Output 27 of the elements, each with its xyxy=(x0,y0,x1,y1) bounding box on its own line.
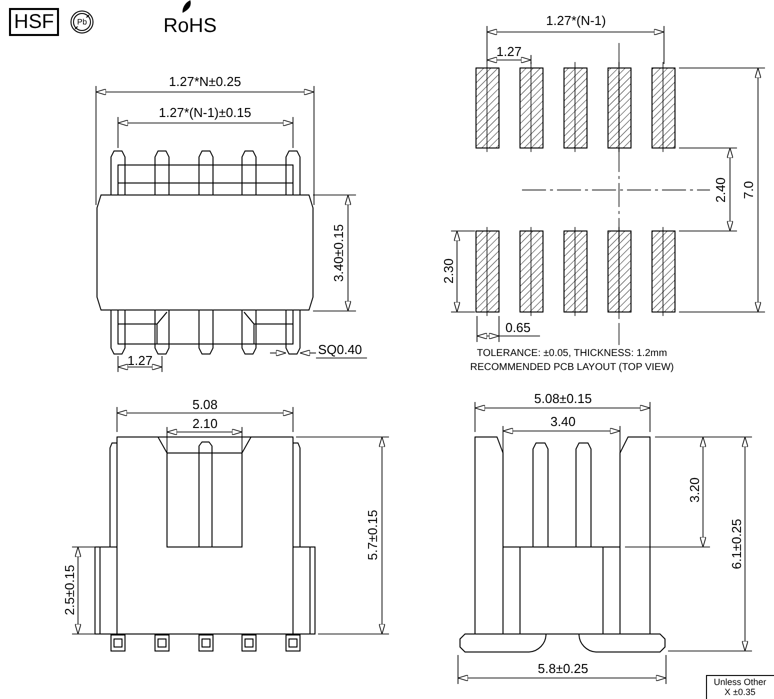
dimension-label: 5.7±0.15 xyxy=(366,510,380,560)
dimension-label: 1.27 xyxy=(496,45,522,59)
dimension-label: SQ0.40 xyxy=(318,343,362,357)
tolerance-note: TOLERANCE: ±0.05, THICKNESS: 1.2mm xyxy=(476,347,668,361)
rohs-mark: RoHS xyxy=(163,15,217,37)
dimension-label: 2.5±0.15 xyxy=(63,564,77,616)
dimension-label: 5.08±0.15 xyxy=(534,392,592,406)
dimension-label: 0.65 xyxy=(505,321,531,335)
dimension-label: 5.8±0.25 xyxy=(538,662,588,676)
dimension-label: 2.40 xyxy=(714,177,728,203)
dimension-label: 3.40 xyxy=(550,415,576,429)
dimension-label: 3.20 xyxy=(688,477,702,503)
dimension-label: 5.08 xyxy=(192,398,218,412)
dimension-label: 1.27*(N-1)±0.15 xyxy=(158,106,252,120)
note-text: X ±0.35 xyxy=(724,686,756,699)
dimension-label: 7.0 xyxy=(742,180,756,200)
dimension-label: 1.27*(N-1) xyxy=(546,14,606,28)
note-text: Unless Other xyxy=(714,676,766,688)
dimension-label: 3.40±0.15 xyxy=(332,224,346,282)
dimension-label: 1.27 xyxy=(127,354,153,368)
dimension-label: 6.1±0.25 xyxy=(730,518,744,570)
dimension-label: 1.27*N±0.25 xyxy=(168,75,242,89)
dimension-label: 2.30 xyxy=(442,258,456,284)
layout-caption: RECOMMENDED PCB LAYOUT (TOP VIEW) xyxy=(470,361,674,375)
dimension-label: 2.10 xyxy=(192,417,218,431)
halogen-free-mark: HSF xyxy=(9,8,59,36)
lead-free-mark: Pb xyxy=(77,18,87,26)
